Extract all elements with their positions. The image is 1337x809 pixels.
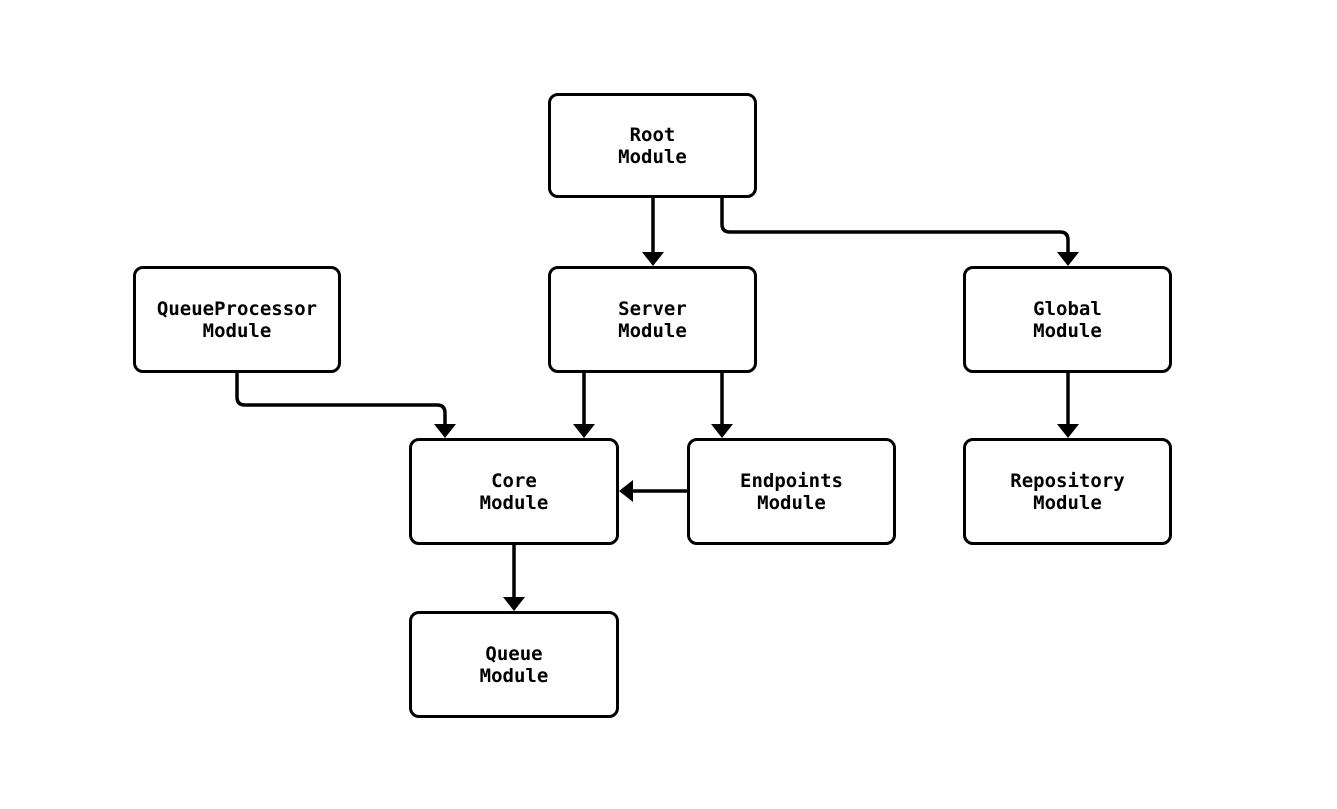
edge-root-global (720, 198, 1070, 254)
edge-queueprocessor-core (235, 373, 447, 426)
node-server[interactable]: Server Module (548, 266, 757, 373)
arrowhead-endpoints-core (619, 480, 633, 502)
node-global[interactable]: Global Module (963, 266, 1172, 373)
arrowhead-queueprocessor-core (434, 424, 456, 438)
node-repository[interactable]: Repository Module (963, 438, 1172, 545)
arrowhead-server-endpoints (711, 424, 733, 438)
arrowhead-core-queue (503, 597, 525, 611)
node-label: Endpoints Module (740, 469, 843, 514)
node-label: Repository Module (1010, 469, 1125, 514)
arrowhead-root-server (642, 252, 664, 266)
arrowhead-global-repository (1057, 424, 1079, 438)
node-label: Core Module (479, 469, 549, 514)
node-label: Global Module (1033, 297, 1102, 342)
arrowhead-server-core (573, 424, 595, 438)
node-root[interactable]: Root Module (548, 93, 757, 198)
node-endpoints[interactable]: Endpoints Module (687, 438, 896, 545)
node-label: Queue Module (479, 642, 549, 687)
node-label: Root Module (618, 123, 687, 168)
node-queue[interactable]: Queue Module (409, 611, 619, 718)
node-label: Server Module (618, 297, 687, 342)
node-core[interactable]: Core Module (409, 438, 619, 545)
node-queueprocessor[interactable]: QueueProcessor Module (133, 266, 341, 373)
arrowhead-root-global (1057, 252, 1079, 266)
node-label: QueueProcessor Module (156, 297, 318, 342)
